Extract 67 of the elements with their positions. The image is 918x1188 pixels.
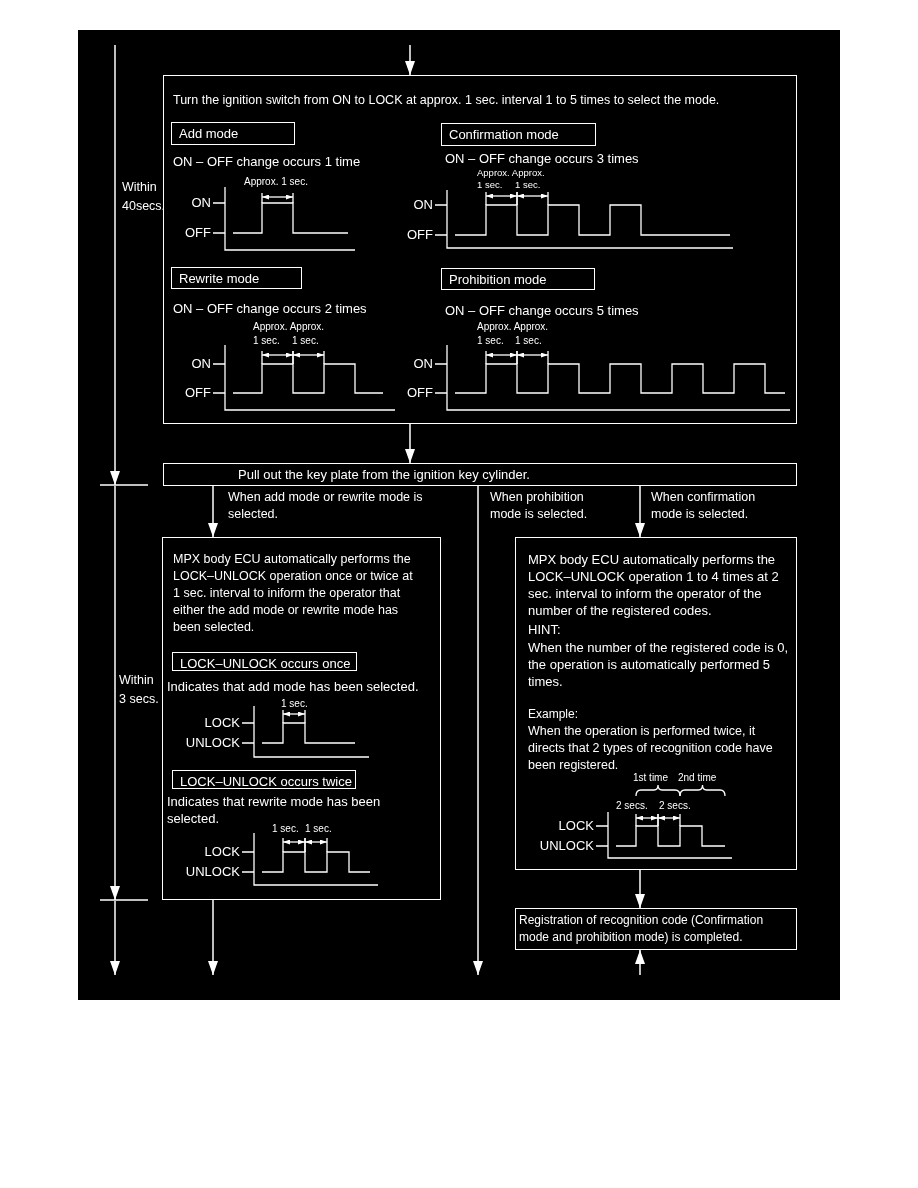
caption-text: Indicates that add mode has been selected. [167,678,420,695]
interval-label: 2nd time [678,772,717,783]
description-text: MPX body ECU automatically performs the LOCK–UNLOCK operation 1 to 4 times at 2 sec. interval to inform the operator of the number of the registered codes. [528,551,780,619]
level-label: ON [191,357,211,372]
caption-text: ON – OFF change occurs 5 times [445,302,640,319]
process-box [163,75,797,424]
interval-label: 2 secs. [659,800,691,811]
level-label: OFF [407,228,433,243]
level-label: OFF [185,386,211,401]
example-heading: Example: [528,706,580,723]
mode-box: Confirmation mode [441,123,596,146]
arrow [473,485,483,976]
interval-label: 1 sec. [292,335,319,346]
interval-label: 1 sec. [515,180,541,191]
hint-text: When the number of the registered code is 0, the operation is automatically performed 5 times. [528,639,790,690]
arrow [208,485,218,538]
level-label: LOCK [204,845,240,860]
step-box: Pull out the key plate from the ignition key cylinder. [163,463,797,486]
mode-box: Prohibition mode [441,268,595,290]
arrow [405,423,415,464]
description-text: MPX body ECU automatically performs the LOCK–UNLOCK operation once or twice at 1 sec. interval to iniform the operator that either the add mode or rewrite mode has been selected. [173,551,414,636]
time-limit-label: Within 3 secs. [119,672,160,708]
step-box: Registration of recognition code (Confirmation mode and prohibition mode) is completed. [515,908,797,950]
instruction-text: Turn the ignition switch from ON to LOCK at approx. 1 sec. interval 1 to 5 times to select the mode. [173,92,721,109]
level-label: ON [413,198,433,213]
level-label: OFF [185,226,211,241]
arrow [635,869,645,909]
interval-label: 1 sec. [281,698,308,709]
level-label: ON [191,196,211,211]
interval-label: Approx. Approx. [253,321,325,332]
interval-label: 1 sec. [272,823,299,834]
interval-label: Approx. Approx. [477,168,545,179]
mode-box: Rewrite mode [171,267,302,289]
level-label: UNLOCK [185,865,240,880]
result-box: LOCK–UNLOCK occurs twice [172,770,356,789]
arrow [635,949,645,976]
level-label: OFF [407,386,433,401]
arrow [635,485,645,538]
process-box [162,537,441,900]
interval-label: Approx. 1 sec. [244,176,308,187]
interval-label: 1 sec. [253,335,280,346]
interval-label: 1 sec. [477,335,504,346]
level-label: LOCK [204,716,240,731]
interval-label: 1st time [633,772,668,783]
interval-label: 1 sec. [305,823,332,834]
edge-label: When prohibition mode is selected. [490,489,589,523]
result-box: LOCK–UNLOCK occurs once [172,652,357,671]
level-label: UNLOCK [185,736,240,751]
level-label: ON [413,357,433,372]
level-label: LOCK [558,819,594,834]
caption-text: ON – OFF change occurs 3 times [445,150,640,167]
edge-label: When add mode or rewrite mode is selected. [228,489,424,523]
mode-box: Add mode [171,122,295,145]
process-box [515,537,797,870]
interval-label: Approx. Approx. [477,321,549,332]
time-limit-label: Within 40secs. [122,179,164,215]
arrow [208,899,218,976]
caption-text: ON – OFF change occurs 1 time [173,153,362,170]
edge-label: When confirmation mode is selected. [651,489,757,523]
level-label: UNLOCK [539,839,594,854]
interval-label: 1 sec. [515,335,542,346]
interval-label: 1 sec. [477,180,503,191]
arrow [405,44,415,76]
caption-text: ON – OFF change occurs 2 times [173,300,368,317]
interval-label: 2 secs. [616,800,648,811]
example-text: When the operation is performed twice, it directs that 2 types of recognition code have been registered. [528,723,774,773]
hint-heading: HINT: [528,621,562,638]
